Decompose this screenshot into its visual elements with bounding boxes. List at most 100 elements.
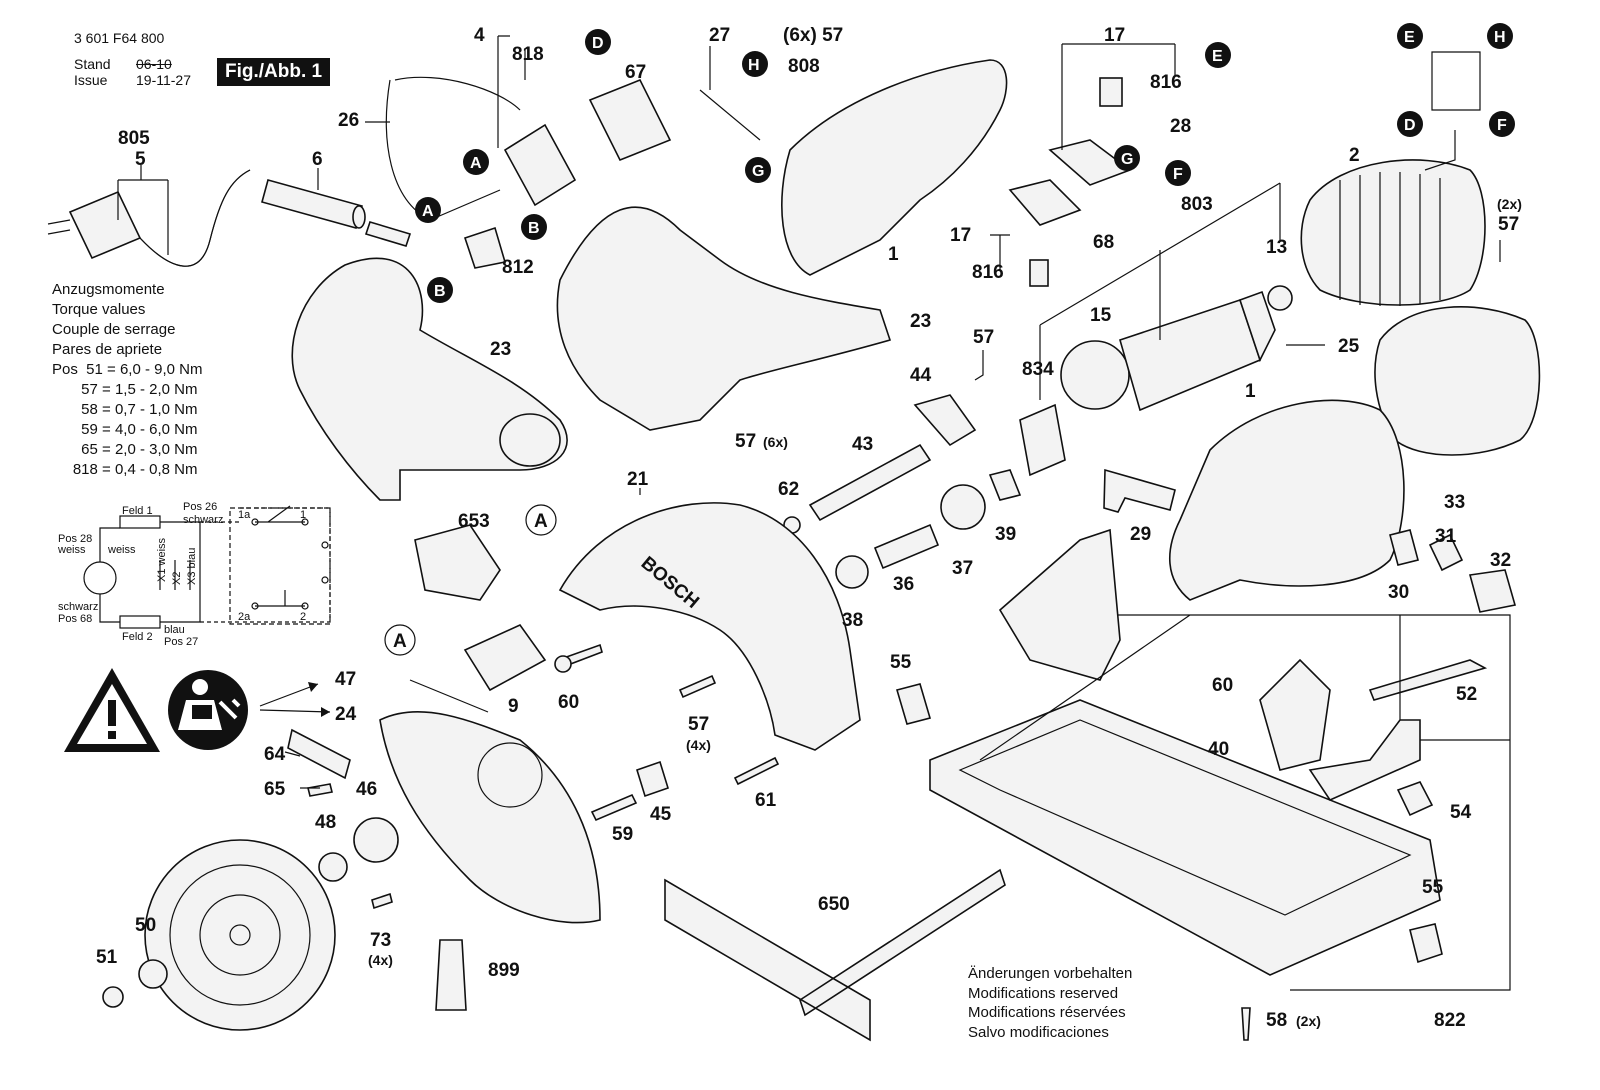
label-818: 818 xyxy=(512,44,544,65)
label-822: 822 xyxy=(1434,1010,1466,1031)
label-33: 33 xyxy=(1444,492,1465,513)
wiring-weiss-inner: weiss xyxy=(107,544,136,556)
modification-notes: Änderungen vorbehalten Modifications res… xyxy=(968,964,1132,1042)
note-en: Modifications reserved xyxy=(968,984,1119,1002)
bearing-38 xyxy=(835,555,869,589)
label-4x-guard: (4x) xyxy=(686,737,711,753)
label-67: 67 xyxy=(625,62,646,83)
brush-816-bottom xyxy=(1029,259,1049,287)
issue-label: Issue xyxy=(74,72,108,88)
connector-b-icon xyxy=(521,214,547,240)
document-number: 3 601 F64 800 xyxy=(74,30,165,46)
label-32: 32 xyxy=(1490,550,1511,571)
label-51: 51 xyxy=(96,947,118,968)
wiring-terminal-1: 1 xyxy=(300,509,306,521)
wiring-terminal-2a: 2a xyxy=(238,611,251,623)
wiring-pos68: Pos 68 xyxy=(58,613,92,625)
label-2x-58: (2x) xyxy=(1296,1013,1321,1029)
motor-653 xyxy=(414,524,501,601)
part-labels: 805 5 6 26 4 818 67 27 (6x) 57 808 17 81… xyxy=(96,25,1522,1031)
stand-label: Stand xyxy=(74,56,111,72)
wiring-x3-label: X3 blau xyxy=(186,548,198,585)
label-15: 15 xyxy=(1090,305,1112,326)
label-23-center: 23 xyxy=(910,311,931,332)
label-653: 653 xyxy=(458,511,490,532)
torque-row: 58 = 0,7 - 1,0 Nm xyxy=(52,401,198,418)
label-805: 805 xyxy=(118,128,150,149)
label-28: 28 xyxy=(1170,116,1191,137)
power-plug-icon xyxy=(47,169,251,267)
label-60-bevel: 60 xyxy=(1212,675,1233,696)
svg-text:H: H xyxy=(748,57,760,74)
connector-f-icon xyxy=(1489,111,1515,137)
note-es: Salvo modificaciones xyxy=(968,1023,1109,1041)
label-57-guard: 57 xyxy=(688,714,709,735)
note-de: Änderungen vorbehalten xyxy=(968,965,1133,982)
connector-h-icon xyxy=(742,51,768,77)
spring-47 xyxy=(409,679,489,713)
svg-text:E: E xyxy=(1212,48,1223,65)
label-29: 29 xyxy=(1130,524,1151,545)
torque-title-es: Pares de apriete xyxy=(52,341,163,358)
svg-text:F: F xyxy=(1173,166,1183,183)
connector-f-icon xyxy=(1165,160,1191,186)
label-38: 38 xyxy=(842,610,863,631)
connector-e-icon xyxy=(1397,23,1423,49)
torque-title-fr: Couple de serrage xyxy=(52,321,176,338)
screw-59 xyxy=(590,793,638,822)
label-60-guard: 60 xyxy=(558,692,579,713)
wiring-terminal-1a: 1a xyxy=(238,509,251,521)
brush-816-top xyxy=(1099,77,1123,107)
label-24: 24 xyxy=(335,704,357,725)
lower-blade-guard-24 xyxy=(379,710,601,924)
stator-2 xyxy=(1300,159,1486,306)
cap-32 xyxy=(1468,569,1517,613)
svg-text:B: B xyxy=(528,220,540,237)
wiring-pos28: Pos 28 xyxy=(58,533,92,545)
label-834: 834 xyxy=(1022,359,1054,380)
knob-55-top xyxy=(895,683,932,725)
label-803: 803 xyxy=(1181,194,1213,215)
wiring-schwarz-bottom: schwarz xyxy=(58,601,98,613)
label-30: 30 xyxy=(1388,582,1409,603)
connector-d-icon xyxy=(1397,111,1423,137)
handle-half-left xyxy=(291,257,568,501)
saw-blade xyxy=(144,839,336,1031)
shaft-43 xyxy=(808,443,932,522)
switch-b-block xyxy=(503,123,577,207)
label-57-6x-top: (6x) 57 xyxy=(783,25,843,46)
label-25: 25 xyxy=(1338,336,1360,357)
wiring-x1-label: X1 weiss xyxy=(156,537,168,582)
connector-g-icon xyxy=(745,157,771,183)
label-9: 9 xyxy=(508,696,519,717)
label-6x-handle: (6x) xyxy=(763,434,788,450)
label-1-gear: 1 xyxy=(1245,381,1256,402)
wiring-blau-bottom: blau xyxy=(164,624,185,636)
ring-46 xyxy=(353,817,399,863)
label-5: 5 xyxy=(135,149,146,170)
label-44: 44 xyxy=(910,365,932,386)
label-43: 43 xyxy=(852,434,873,455)
label-37: 37 xyxy=(952,558,973,579)
label-65: 65 xyxy=(264,779,286,800)
label-57-handle: 57 xyxy=(735,431,756,452)
label-4x-73: (4x) xyxy=(368,952,393,968)
screw-58 xyxy=(1241,1007,1251,1041)
label-2x-top: (2x) xyxy=(1497,196,1522,212)
connector-a-icon xyxy=(463,149,489,175)
torque-row: Pos 51 = 6,0 - 9,0 Nm xyxy=(52,361,203,378)
label-40: 40 xyxy=(1208,739,1229,760)
label-57-mid: 57 xyxy=(973,327,994,348)
base-plate-822 xyxy=(929,699,1441,976)
spring-31 xyxy=(1428,533,1464,572)
cable-26 xyxy=(385,76,521,221)
screw-65 xyxy=(307,783,333,797)
wiring-feld1: Feld 1 xyxy=(122,505,153,517)
screw-51 xyxy=(102,986,124,1008)
svg-text:B: B xyxy=(434,283,446,300)
switch-67 xyxy=(588,78,672,162)
connector-b-icon xyxy=(427,277,453,303)
brush-holder-bottom xyxy=(1008,179,1082,226)
svg-text:G: G xyxy=(1121,151,1133,168)
